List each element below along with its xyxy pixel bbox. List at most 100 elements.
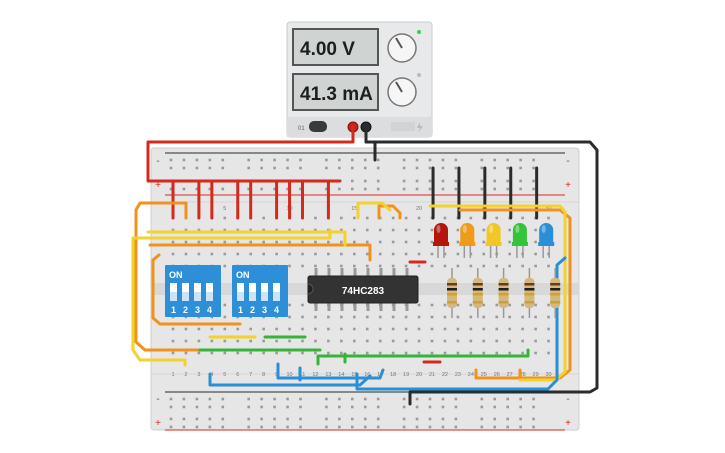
rail-hole[interactable] xyxy=(195,187,199,191)
terminal-hole[interactable] xyxy=(236,327,240,331)
rail-hole[interactable] xyxy=(221,417,225,421)
terminal-hole[interactable] xyxy=(417,252,421,256)
terminal-hole[interactable] xyxy=(210,240,214,244)
terminal-hole[interactable] xyxy=(547,339,550,343)
rail-hole[interactable] xyxy=(247,158,250,162)
rail-hole[interactable] xyxy=(182,158,186,162)
terminal-hole[interactable] xyxy=(184,351,188,355)
terminal-hole[interactable] xyxy=(197,339,201,343)
rail-hole[interactable] xyxy=(454,397,458,401)
terminal-hole[interactable] xyxy=(275,339,278,343)
terminal-hole[interactable] xyxy=(417,264,421,268)
rail-hole[interactable] xyxy=(363,166,367,170)
terminal-hole[interactable] xyxy=(210,327,214,331)
terminal-hole[interactable] xyxy=(353,216,356,220)
rail-hole[interactable] xyxy=(338,405,341,409)
rail-hole[interactable] xyxy=(402,187,406,191)
rail-hole[interactable] xyxy=(260,166,263,170)
rail-hole[interactable] xyxy=(428,405,432,409)
rail-hole[interactable] xyxy=(532,417,535,421)
terminal-hole[interactable] xyxy=(288,264,291,268)
rail-hole[interactable] xyxy=(338,187,341,191)
terminal-hole[interactable] xyxy=(508,303,511,307)
rail-hole[interactable] xyxy=(208,158,212,162)
rail-hole[interactable] xyxy=(325,417,328,421)
terminal-hole[interactable] xyxy=(288,240,291,244)
terminal-hole[interactable] xyxy=(197,252,201,256)
rail-hole[interactable] xyxy=(208,397,212,401)
terminal-hole[interactable] xyxy=(301,252,304,256)
led-body[interactable] xyxy=(512,223,527,243)
rail-hole[interactable] xyxy=(506,187,509,191)
terminal-hole[interactable] xyxy=(223,240,227,244)
terminal-hole[interactable] xyxy=(301,303,304,307)
rail-hole[interactable] xyxy=(428,166,432,170)
terminal-hole[interactable] xyxy=(391,315,395,319)
rail-hole[interactable] xyxy=(363,417,367,421)
rail-hole[interactable] xyxy=(182,397,186,401)
rail-hole[interactable] xyxy=(506,397,509,401)
rail-hole[interactable] xyxy=(351,417,354,421)
dip-toggle[interactable] xyxy=(237,283,244,292)
terminal-hole[interactable] xyxy=(327,315,330,319)
rail-hole[interactable] xyxy=(169,397,173,401)
terminal-hole[interactable] xyxy=(534,327,537,331)
rail-hole[interactable] xyxy=(363,397,367,401)
terminal-hole[interactable] xyxy=(521,339,524,343)
rail-hole[interactable] xyxy=(454,166,458,170)
terminal-hole[interactable] xyxy=(340,315,343,319)
terminal-hole[interactable] xyxy=(378,240,382,244)
terminal-hole[interactable] xyxy=(404,252,408,256)
terminal-hole[interactable] xyxy=(417,228,421,232)
terminal-hole[interactable] xyxy=(443,315,447,319)
terminal-hole[interactable] xyxy=(314,264,317,268)
terminal-hole[interactable] xyxy=(184,240,188,244)
terminal-hole[interactable] xyxy=(223,264,227,268)
rail-hole[interactable] xyxy=(480,166,484,170)
rail-hole[interactable] xyxy=(260,405,263,409)
terminal-hole[interactable] xyxy=(378,339,382,343)
rail-hole[interactable] xyxy=(273,158,276,162)
power-button[interactable] xyxy=(309,121,327,132)
terminal-hole[interactable] xyxy=(288,303,291,307)
terminal-hole[interactable] xyxy=(469,351,473,355)
terminal-hole[interactable] xyxy=(417,327,421,331)
terminal-hole[interactable] xyxy=(391,252,395,256)
rail-hole[interactable] xyxy=(338,417,341,421)
terminal-hole[interactable] xyxy=(508,351,511,355)
terminal-hole[interactable] xyxy=(378,351,382,355)
rail-hole[interactable] xyxy=(519,397,522,401)
rail-hole[interactable] xyxy=(506,179,509,183)
rail-hole[interactable] xyxy=(351,166,354,170)
terminal-hole[interactable] xyxy=(249,351,252,355)
terminal-hole[interactable] xyxy=(391,327,395,331)
rail-hole[interactable] xyxy=(532,187,535,191)
terminal-hole[interactable] xyxy=(249,228,252,232)
terminal-hole[interactable] xyxy=(378,228,382,232)
rail-hole[interactable] xyxy=(428,397,432,401)
rail-hole[interactable] xyxy=(325,158,328,162)
terminal-hole[interactable] xyxy=(327,240,330,244)
rail-hole[interactable] xyxy=(182,405,186,409)
terminal-hole[interactable] xyxy=(534,339,537,343)
chip-74hc283[interactable]: 74HC283 xyxy=(307,268,419,311)
rail-hole[interactable] xyxy=(454,417,458,421)
rail-hole[interactable] xyxy=(221,425,225,429)
terminal-hole[interactable] xyxy=(236,252,240,256)
terminal-hole[interactable] xyxy=(184,339,188,343)
terminal-hole[interactable] xyxy=(210,351,214,355)
terminal-hole[interactable] xyxy=(327,228,330,232)
rail-hole[interactable] xyxy=(454,187,458,191)
rail-hole[interactable] xyxy=(247,166,250,170)
terminal-hole[interactable] xyxy=(430,228,434,232)
terminal-hole[interactable] xyxy=(508,327,511,331)
terminal-hole[interactable] xyxy=(417,351,421,355)
rail-hole[interactable] xyxy=(402,405,406,409)
terminal-hole[interactable] xyxy=(275,240,278,244)
led-body[interactable] xyxy=(486,223,501,243)
terminal-hole[interactable] xyxy=(404,228,408,232)
rail-hole[interactable] xyxy=(273,425,276,429)
terminal-hole[interactable] xyxy=(430,339,434,343)
terminal-hole[interactable] xyxy=(365,351,369,355)
rail-hole[interactable] xyxy=(441,187,445,191)
